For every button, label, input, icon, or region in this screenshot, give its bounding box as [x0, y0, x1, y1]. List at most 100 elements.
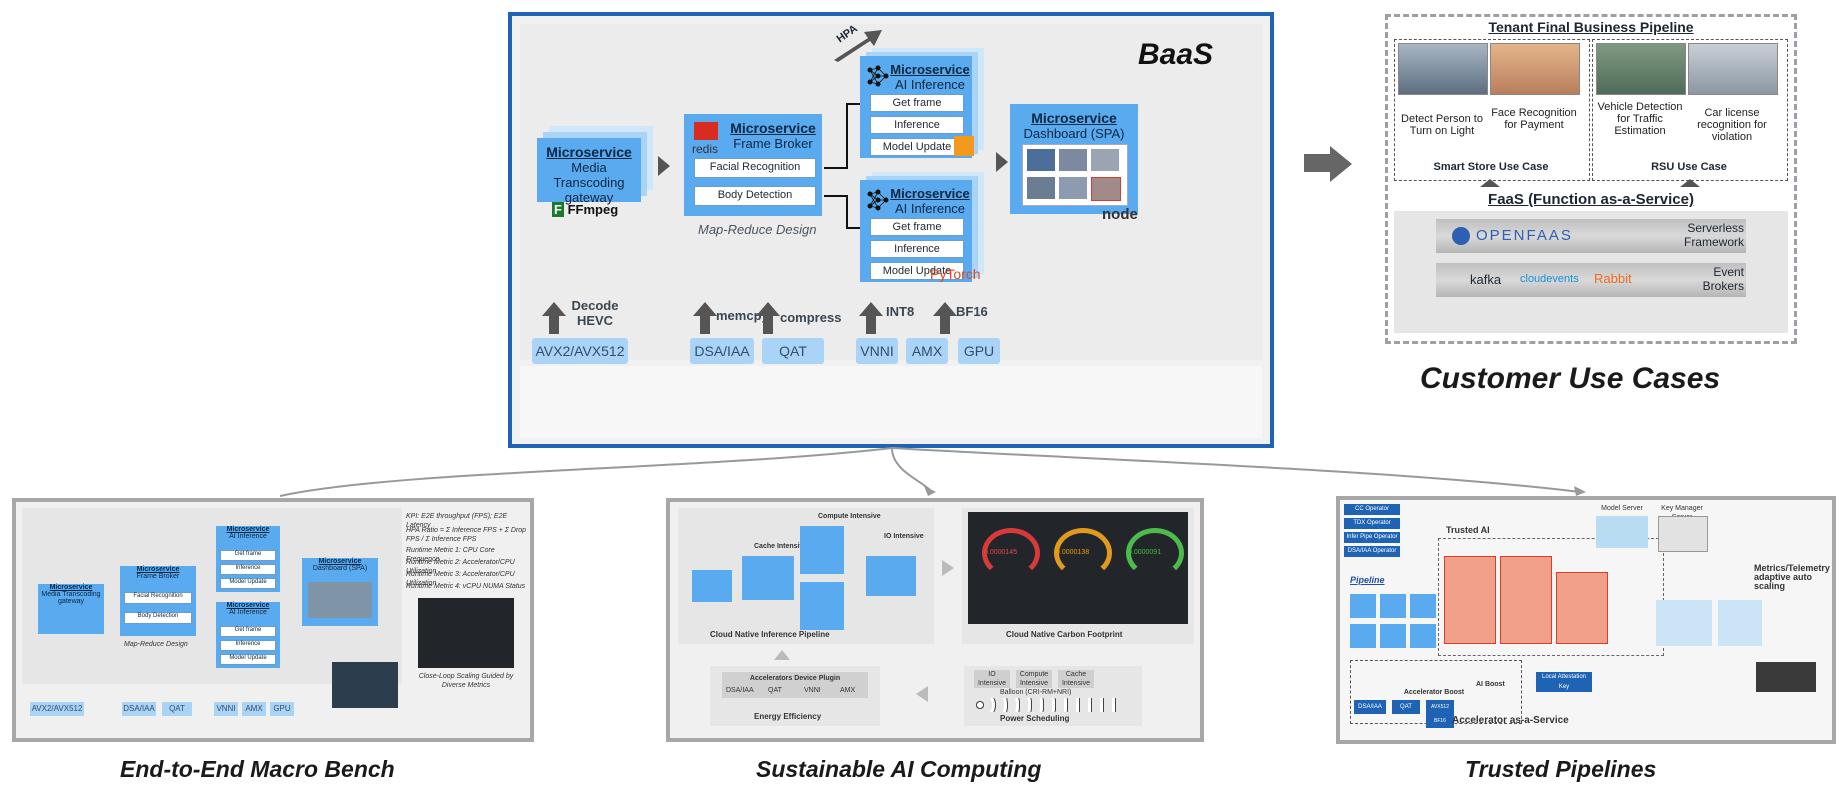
- model-update-item[interactable]: Model Update: [870, 138, 964, 156]
- ms-label: Microservice: [890, 62, 970, 77]
- accel-service-label: Accelerator as-a-Service: [1452, 715, 1569, 726]
- rsu-label: RSU Use Case: [1651, 161, 1727, 173]
- gauge-icon: [1126, 528, 1184, 578]
- hpa-ratio-text: HPA Ratio = Σ Inference FPS + Σ Drop FPS…: [406, 527, 527, 543]
- plugin-box: Accelerators Device Plugin DSA/IAA QAT V…: [722, 672, 868, 698]
- energy-caption: Energy Efficiency: [754, 712, 822, 721]
- panel-connectors: [279, 447, 1586, 497]
- facial-recognition-item[interactable]: Facial Recognition: [694, 158, 816, 178]
- get-frame-item[interactable]: Get frame: [870, 94, 964, 112]
- use-case-2: Face Recognition for Payment: [1491, 107, 1577, 131]
- gauge-value-1: 0.0000145: [984, 549, 1018, 556]
- tenant-panel: Tenant Final Business Pipeline Detect Pe…: [1385, 14, 1797, 344]
- mini-inference-1: [800, 526, 844, 574]
- frame-broker-microservice[interactable]: redis Microservice Frame Broker Facial R…: [684, 114, 822, 216]
- mini-vnni: VNNI: [214, 702, 238, 716]
- arrow-icon: [916, 686, 928, 702]
- cpu-cores-grid: [974, 698, 1124, 712]
- ai-inference-microservice-2[interactable]: Microservice AI Inference Get frame Infe…: [860, 180, 972, 282]
- smart-store-label: Smart Store Use Case: [1433, 161, 1549, 173]
- store-photo: [1398, 43, 1488, 95]
- bf16-label: BF16: [956, 304, 988, 319]
- sched-io: IO Intensive: [974, 670, 1010, 688]
- gpu-button[interactable]: GPU: [958, 338, 1000, 364]
- ms-label: Microservice: [1031, 110, 1117, 126]
- use-case-1: Detect Person to Turn on Light: [1401, 113, 1483, 137]
- inference-item[interactable]: Inference: [870, 240, 964, 258]
- int8-label: INT8: [886, 304, 915, 319]
- model-server-box: [1596, 516, 1648, 548]
- event-brokers-label: Event Brokers: [1702, 265, 1744, 293]
- plugin-qat: QAT: [768, 687, 782, 694]
- trusted-ms: [1350, 594, 1376, 618]
- ms-label: Microservice: [546, 144, 632, 160]
- tenant-title: Tenant Final Business Pipeline: [1488, 19, 1694, 35]
- carbon-dashboard: 0.0000145 0.0000138 0.0000091: [968, 512, 1188, 624]
- mini-broker: [742, 556, 794, 600]
- body-detection-item[interactable]: Body Detection: [694, 186, 816, 206]
- tensorflow-icon: [954, 136, 974, 156]
- ffmpeg-icon: F: [552, 202, 564, 217]
- dashboard-microservice[interactable]: Microservice Dashboard (SPA): [1010, 104, 1138, 214]
- metric4-text: Runtime Metric 4: vCPU NUMA Status: [406, 583, 526, 590]
- metric2-text: Runtime Metric 2: Accelerator/CPU Utiliz…: [406, 559, 515, 575]
- spa-dashboard-box: [1656, 600, 1712, 646]
- ai-inference-microservice-1[interactable]: Microservice AI Inference Get frame Infe…: [860, 56, 974, 158]
- trusted-dsa: DSA/IAA: [1354, 700, 1386, 714]
- trusted-ms: [1380, 624, 1406, 648]
- server-board-image: [332, 662, 398, 708]
- amx-button[interactable]: AMX: [906, 338, 948, 364]
- accelerator-band: [520, 366, 1262, 438]
- up-arrow-icon: [549, 316, 559, 334]
- trusted-ms: [1410, 594, 1436, 618]
- mini-transcoding: [692, 570, 732, 602]
- transcoding-name: Media Transcoding gateway: [553, 160, 625, 205]
- cache-intensive-label: Cache Intensive: [754, 543, 808, 550]
- dsa-iaa-button[interactable]: DSA/IAA: [690, 338, 754, 364]
- trusted-avx: AVX512 BF16: [1426, 700, 1454, 728]
- dashboard-screenshot: [1022, 144, 1128, 206]
- arrow-icon: [1330, 146, 1352, 182]
- compute-intensive-label: Compute Intensive: [818, 513, 881, 520]
- qat-button[interactable]: QAT: [762, 338, 824, 364]
- model-server-label: Model Server: [1601, 505, 1643, 512]
- metrics-label: Metrics/Telemetry adaptive auto scaling: [1754, 563, 1830, 591]
- inference-item[interactable]: Inference: [870, 116, 964, 134]
- node-logo: node: [1102, 206, 1138, 223]
- get-frame-item[interactable]: Get frame: [870, 218, 964, 236]
- up-arrow-head: [859, 302, 883, 316]
- up-arrow-icon: [866, 316, 876, 334]
- kpi-text: KPI: E2E throughput (FPS); E2E Latency: [406, 513, 508, 529]
- metrics-graph: [418, 598, 514, 668]
- loop-caption: Close-Loop Scaling Guided by Diverse Met…: [418, 673, 514, 689]
- vnni-button[interactable]: VNNI: [856, 338, 898, 364]
- mini-dsa: DSA/IAA: [122, 702, 156, 716]
- mini-gpu: GPU: [270, 702, 294, 716]
- up-arrow-icon: [1680, 179, 1700, 187]
- ffmpeg-logo: F FFmpeg: [552, 202, 619, 217]
- mini-qat: QAT: [162, 702, 192, 716]
- local-key: Local Attestation Key: [1536, 672, 1592, 692]
- balloon-label: Balloon (CRI-RM+NRI): [1000, 689, 1072, 696]
- avx-button[interactable]: AVX2/AVX512: [532, 338, 628, 364]
- power-caption: Power Scheduling: [1000, 714, 1070, 723]
- plugin-dsa: DSA/IAA: [726, 687, 754, 694]
- model-update-item[interactable]: Model Update: [870, 262, 964, 280]
- event-band: kafka cloudevents Rabbit Event Brokers: [1436, 263, 1746, 297]
- sched-compute: Compute Intensive: [1016, 670, 1052, 688]
- traffic-photo: [1596, 43, 1686, 95]
- up-arrow-icon: [763, 316, 773, 334]
- dashboard-name: Dashboard (SPA): [1023, 126, 1125, 141]
- plugin-title: Accelerators Device Plugin: [749, 675, 841, 682]
- tdx-operator: TDX Operator: [1344, 518, 1400, 529]
- trusted-ai-box: [1438, 538, 1664, 656]
- up-arrow-icon: [774, 650, 790, 660]
- mini-amx: AMX: [242, 702, 266, 716]
- trusted-panel: CC Operator TDX Operator Infer Pipe Oper…: [1336, 496, 1836, 744]
- transcoding-microservice[interactable]: Microservice Media Transcoding gateway: [537, 138, 641, 205]
- trusted-ms: [1410, 624, 1436, 648]
